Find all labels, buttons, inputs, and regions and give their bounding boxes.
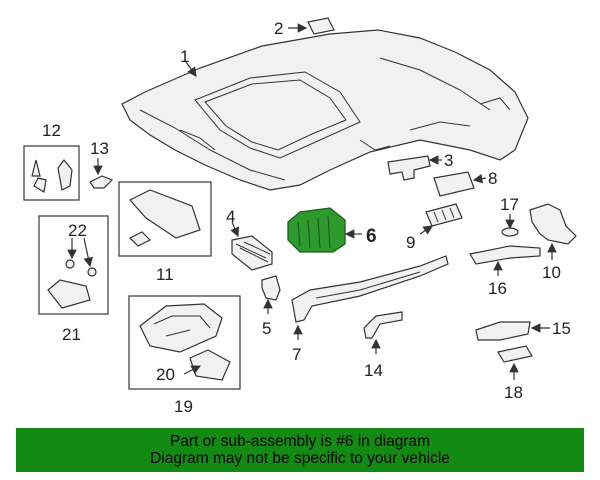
callout-22: 22 [68,221,87,240]
parts-diagram: 1 2 3 4 5 6 7 8 9 10 11 12 13 14 15 16 1… [23,17,577,416]
callout-15: 15 [552,319,571,338]
callout-20: 20 [156,365,175,384]
callout-3: 3 [444,151,453,170]
callout-16: 16 [488,279,507,298]
callout-4: 4 [226,207,235,226]
callout-14: 14 [364,361,383,380]
leader-lines [67,23,557,380]
callout-21: 21 [62,325,81,344]
part-20[interactable] [189,349,231,381]
info-banner: Part or sub-assembly is #6 in diagram Di… [16,428,584,472]
part-3[interactable] [387,155,431,181]
callout-12: 12 [42,121,61,140]
part-21-22-group[interactable] [38,215,109,315]
callout-11: 11 [156,265,174,284]
headliner-part[interactable] [121,29,529,191]
callout-10: 10 [542,263,561,282]
callout-17: 17 [500,195,519,214]
part-6-highlighted[interactable] [287,207,346,253]
callout-18: 18 [504,383,523,402]
callout-1: 1 [180,47,189,66]
part-14[interactable] [363,311,403,339]
part-15[interactable] [475,321,531,341]
callout-5: 5 [262,319,271,338]
part-18[interactable] [497,345,533,363]
part-10[interactable] [529,203,577,245]
callout-13: 13 [90,139,109,158]
part-4[interactable] [231,235,273,271]
part-5[interactable] [261,275,281,301]
callout-2: 2 [274,19,283,38]
banner-line-1: Part or sub-assembly is #6 in diagram [169,433,431,450]
part-19-console[interactable] [128,295,241,390]
part-8[interactable] [433,171,475,197]
callout-19: 19 [174,397,193,416]
part-12-clips[interactable] [23,145,80,201]
callout-9: 9 [406,233,415,252]
callout-8: 8 [488,169,497,188]
part-11-visor[interactable] [118,181,212,257]
banner-line-2: Diagram may not be specific to your vehi… [150,450,450,467]
callout-6: 6 [366,226,377,247]
callout-numbers: 1 2 3 4 5 6 7 8 9 10 11 12 13 14 15 16 1… [42,19,571,416]
part-13[interactable] [89,175,114,189]
part-17[interactable] [501,227,519,237]
part-7[interactable] [291,255,449,323]
part-16[interactable] [469,245,541,265]
part-9[interactable] [425,203,463,227]
callout-7: 7 [292,345,301,364]
part-2[interactable] [307,17,335,35]
